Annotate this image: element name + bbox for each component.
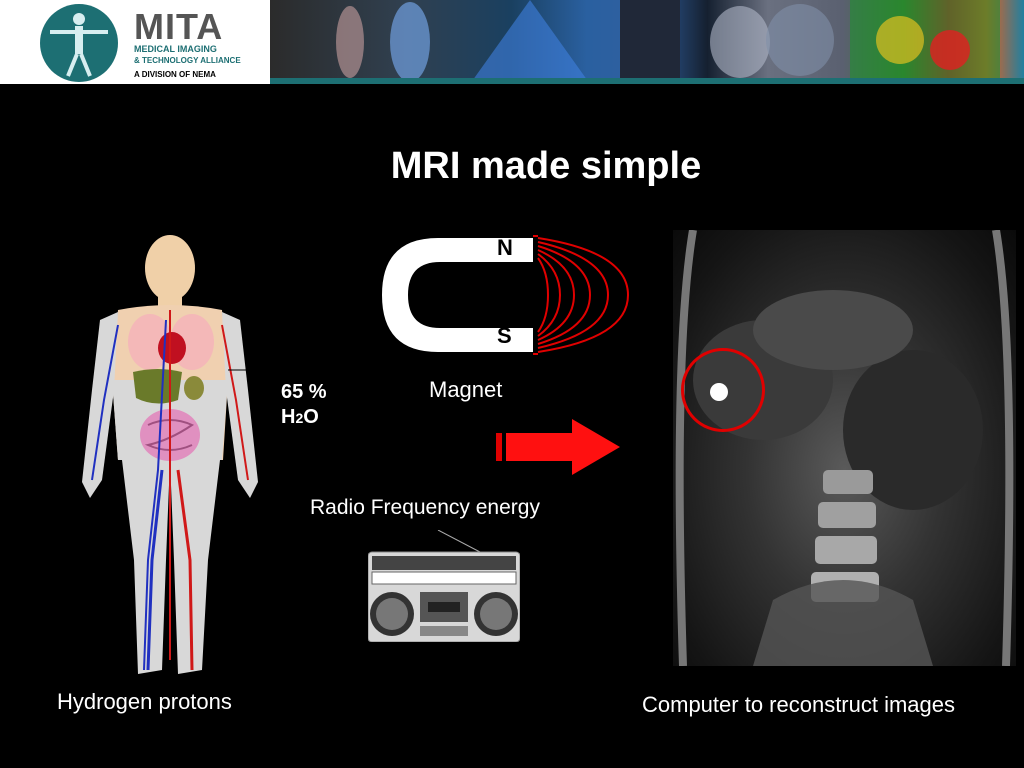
water-formula: H2O (281, 406, 319, 429)
vitruvian-man-icon (40, 4, 118, 82)
mita-logo: MITA MEDICAL IMAGING & TECHNOLOGY ALLIAN… (0, 0, 300, 84)
radio-boombox-icon (367, 529, 521, 643)
formula-h: H (281, 406, 296, 428)
right-arrow-icon (496, 419, 620, 475)
highlight-circle (681, 348, 765, 432)
mri-scan-image (673, 230, 1016, 666)
human-anatomy-figure (78, 230, 268, 680)
formula-o: O (303, 406, 319, 428)
magnet-label: Magnet (429, 377, 503, 402)
banner-divider (270, 78, 1024, 84)
magnet-south-label: S (497, 323, 512, 348)
logo-subtitle-1: MEDICAL IMAGING (134, 44, 217, 54)
logo-subtitle-2: & TECHNOLOGY ALLIANCE (134, 56, 241, 65)
slide-title: MRI made simple (390, 145, 702, 187)
header-banner: MITA MEDICAL IMAGING & TECHNOLOGY ALLIAN… (0, 0, 1024, 84)
logo-name: MITA (134, 6, 224, 47)
computer-reconstruct-label: Computer to reconstruct images (642, 692, 956, 717)
water-percentage: 65 % (281, 381, 327, 403)
magnet-diagram (378, 232, 638, 358)
hydrogen-protons-label: Hydrogen protons (57, 689, 232, 714)
rf-energy-label: Radio Frequency energy (310, 496, 540, 519)
medical-imaging-collage (270, 0, 1024, 84)
logo-subtitle-3: A DIVISION OF NEMA (134, 70, 216, 79)
magnet-north-label: N (497, 235, 513, 260)
formula-subscript: 2 (295, 410, 304, 426)
